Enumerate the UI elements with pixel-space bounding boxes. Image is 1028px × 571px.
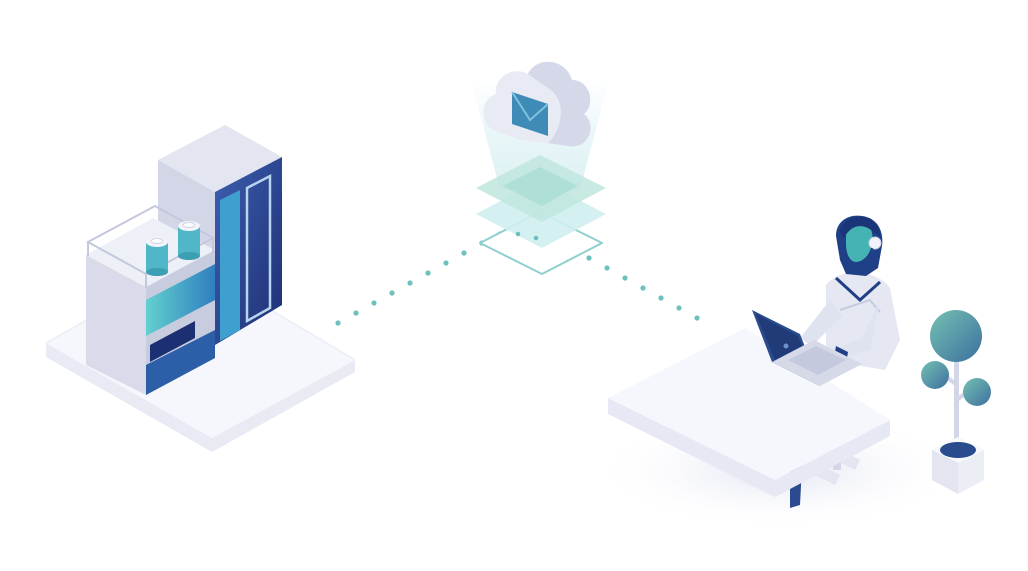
left-connector-dots: [335, 231, 503, 326]
support-agent-icon: [800, 215, 900, 370]
bottle: [178, 221, 200, 260]
industrial-machine-icon: [85, 125, 282, 395]
laptop-icon: [752, 310, 862, 386]
headset-icon: [849, 236, 882, 269]
desk: [608, 328, 890, 497]
bottle: [146, 237, 168, 276]
mail-envelope-icon: [511, 91, 549, 136]
potted-plant-icon: [921, 310, 991, 494]
